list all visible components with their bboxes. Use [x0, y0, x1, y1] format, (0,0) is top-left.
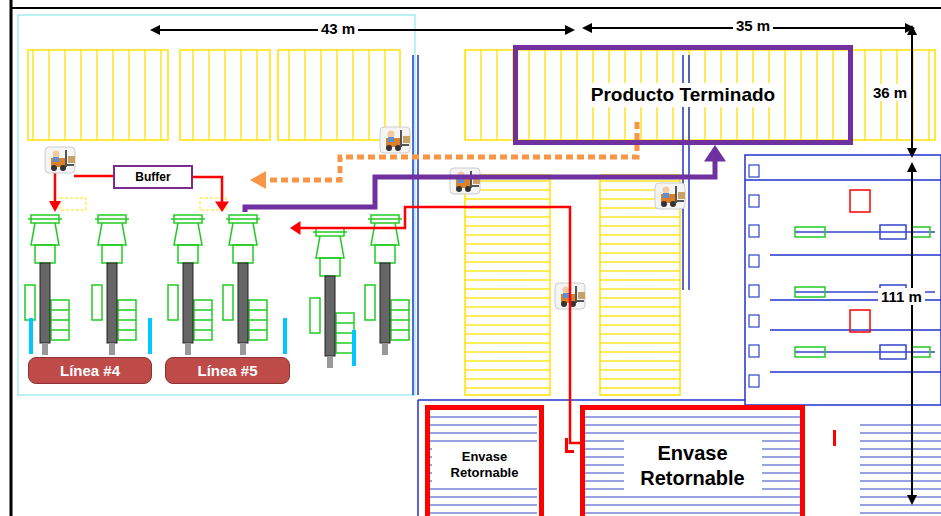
- flow-arrow: [193, 177, 229, 212]
- storage-area: Envase Retornable: [580, 405, 805, 516]
- node-label: Buffer: [135, 170, 170, 184]
- supply-route: [49, 172, 113, 212]
- node-label: Línea #4: [28, 357, 152, 384]
- storage-floor: [428, 410, 941, 516]
- node-label: Línea #5: [165, 357, 290, 384]
- node-label: Envase Retornable: [432, 448, 538, 483]
- production-line: Línea #4: [28, 212, 152, 384]
- node-label: Producto Terminado: [586, 83, 780, 107]
- forklifts: [45, 127, 685, 309]
- walls: [413, 55, 941, 516]
- dimension-label: 36 m: [870, 84, 910, 101]
- production-line: Línea #5: [165, 212, 290, 384]
- packing-machines: [749, 165, 935, 387]
- flow-line: [245, 158, 715, 212]
- arrow-head: [290, 221, 301, 235]
- storage-area: Producto Terminado: [513, 45, 853, 145]
- dimension-label: 43 m: [318, 20, 358, 37]
- flow-arrow: [245, 145, 726, 212]
- filling-lines: [25, 215, 409, 368]
- arrow-head: [215, 202, 229, 213]
- flow-line: [193, 177, 222, 204]
- storage-racks: [28, 50, 935, 395]
- arrow-head: [704, 145, 726, 162]
- storage-area: Envase Retornable: [425, 405, 544, 516]
- dimension-label: 35 m: [733, 17, 773, 34]
- dimension-label: 111 m: [878, 288, 925, 305]
- node-label: Envase Retornable: [624, 440, 762, 492]
- buffer-box: Buffer: [113, 165, 193, 189]
